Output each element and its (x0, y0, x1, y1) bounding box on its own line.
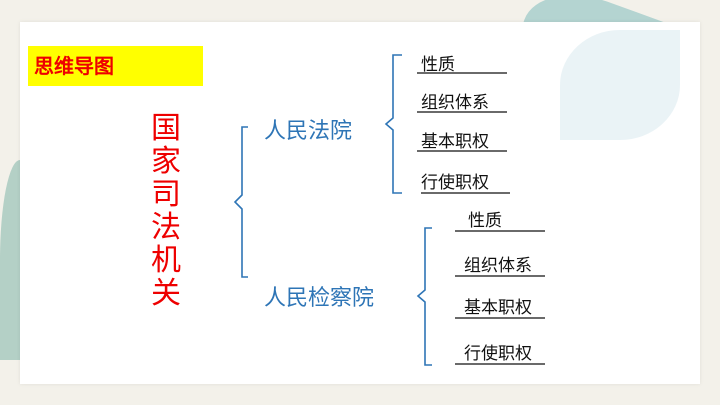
slide-title: 思维导图 (28, 46, 203, 86)
procuratorate-bracket (416, 227, 432, 366)
court-item: 行使职权 (421, 173, 489, 193)
court-item: 组织体系 (421, 93, 489, 113)
root-node: 国家司法机关 (151, 111, 181, 311)
leaf-decoration (560, 30, 680, 140)
procuratorate-item: 基本职权 (464, 298, 532, 318)
procuratorate-item: 组织体系 (464, 256, 532, 276)
procuratorate-item: 行使职权 (464, 344, 532, 364)
root-bracket (233, 126, 248, 278)
procuratorate-item: 性质 (468, 211, 502, 231)
court-item: 性质 (421, 55, 455, 75)
branch-court: 人民法院 (264, 119, 353, 144)
court-bracket (384, 54, 402, 194)
court-item: 基本职权 (421, 132, 489, 152)
branch-procuratorate: 人民检察院 (264, 286, 375, 311)
